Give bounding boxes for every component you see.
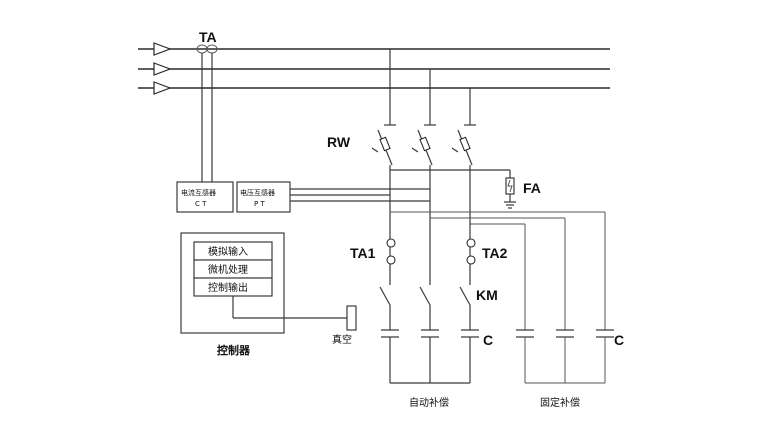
pt-box: 电压互感器 P T (236, 181, 291, 213)
bus-arrow-icon (153, 42, 172, 56)
phase-drops (384, 49, 476, 126)
vacuum-icon (346, 305, 357, 331)
pt-box-code: P T (254, 200, 265, 208)
fa-label: FA (523, 180, 541, 196)
ta2-coil-icon (466, 255, 476, 265)
controller-row-control-output: 控制输出 (208, 281, 248, 294)
km-contactors: KM (379, 286, 498, 330)
pt-box-title: 电压互感器 (240, 188, 275, 197)
bus-arrow-icon (153, 62, 172, 76)
ta2-coil-icon (466, 238, 476, 248)
auto-compensation-caption: 自动补偿 (409, 396, 449, 409)
ta-transformer: TA (196, 29, 218, 182)
controller-row-analog-input: 模拟输入 (208, 245, 248, 258)
controller: 模拟输入 微机处理 控制输出 控制器 (180, 232, 285, 357)
controller-caption: 控制器 (217, 343, 251, 357)
bus-arrow-icon (153, 81, 172, 95)
auto-capacitor-label: C (483, 332, 493, 348)
auto-capacitors: C (381, 329, 493, 384)
bus-lines (138, 42, 610, 95)
fixed-compensation-caption: 固定补偿 (540, 396, 580, 409)
vacuum-label: 真空 (332, 333, 352, 346)
ta1-coil-icon (386, 255, 396, 265)
fixed-feeders (390, 211, 606, 330)
ct-box-code: C T (195, 200, 207, 208)
fa-arrester: FA (390, 169, 541, 209)
km-label: KM (476, 287, 498, 303)
fixed-capacitors: C (516, 329, 624, 384)
ta-label: TA (199, 29, 217, 45)
ta2-label: TA2 (482, 245, 508, 261)
rw-label: RW (327, 134, 351, 150)
ct-box: 电流互感器 C T (176, 181, 234, 213)
ta1-ta2: TA1 TA2 (350, 222, 508, 285)
ct-box-title: 电流互感器 (181, 188, 216, 197)
rw-switches: RW (327, 129, 473, 166)
ta1-coil-icon (386, 238, 396, 248)
ta1-label: TA1 (350, 245, 376, 261)
fixed-capacitor-label: C (614, 332, 624, 348)
vacuum-switch: 真空 (332, 305, 357, 346)
controller-row-processing: 微机处理 (208, 263, 248, 276)
